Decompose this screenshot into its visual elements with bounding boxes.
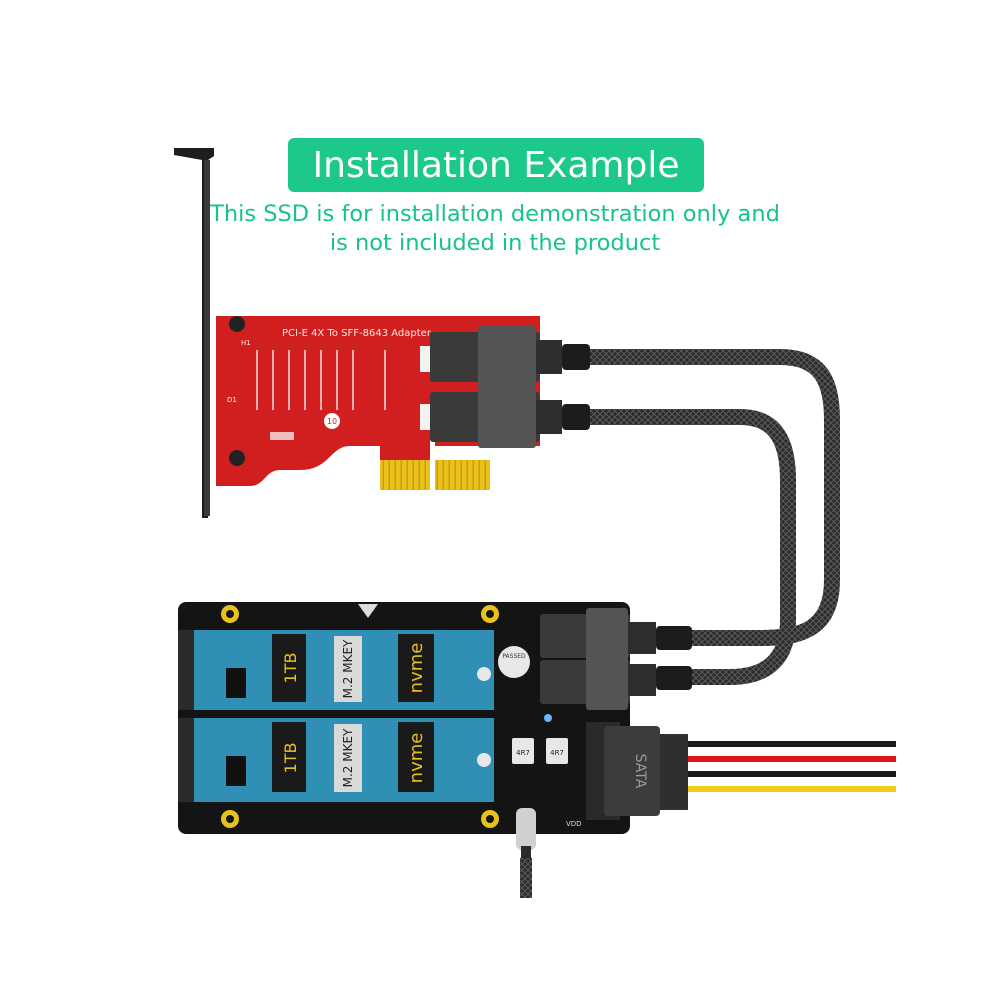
ssd-1-capacity: 1TB (281, 653, 300, 684)
passed-text: PASSED (502, 653, 526, 660)
pcie-bracket (174, 148, 214, 518)
ssd-2-type: nvme (406, 733, 427, 784)
sata-power-connector: SATA (586, 722, 688, 820)
card-silk-label: PCI-E 4X To SFF-8643 Adapter (282, 328, 432, 339)
board-connector-top (540, 608, 692, 664)
ssd-1-key: M.2 MKEY (341, 639, 355, 698)
disclaimer-line-2: is not included in the product (329, 230, 661, 256)
card-mark-d1: D1 (227, 396, 237, 404)
braided-cables (590, 349, 840, 685)
card-badge (324, 413, 340, 429)
resistor-label-1: 4R7 (516, 749, 530, 757)
passed-sticker (498, 646, 530, 678)
title-text: Installation Example (312, 144, 680, 186)
disclaimer-note: This SSD is for installation demonstrati… (190, 200, 800, 258)
ssd-1-type: nvme (406, 643, 427, 694)
screw-top (229, 316, 245, 332)
vdd-label: VDD (566, 820, 582, 828)
sff8643-connector-top (430, 326, 590, 388)
resistor-label-2: 4R7 (550, 749, 564, 757)
sff8643-connector-bottom (430, 386, 590, 448)
title-banner: Installation Example (288, 138, 704, 192)
card-mark-h1: H1 (241, 339, 251, 347)
ssd-2-capacity: 1TB (281, 743, 300, 774)
ssd-module-2: 1TB M.2 MKEY nvme (178, 718, 494, 802)
ssd-module-1: 1TB M.2 MKEY nvme (178, 630, 494, 710)
screw-bottom (229, 450, 245, 466)
sata-label: SATA (632, 754, 648, 789)
disclaimer-line-1: This SSD is for installation demonstrati… (210, 201, 780, 227)
power-wires (688, 741, 896, 792)
ssd-2-key: M.2 MKEY (341, 728, 355, 787)
usb-c-cable (516, 808, 536, 898)
board-connector-bottom (540, 654, 692, 710)
card-badge-text: 10 (327, 417, 337, 426)
